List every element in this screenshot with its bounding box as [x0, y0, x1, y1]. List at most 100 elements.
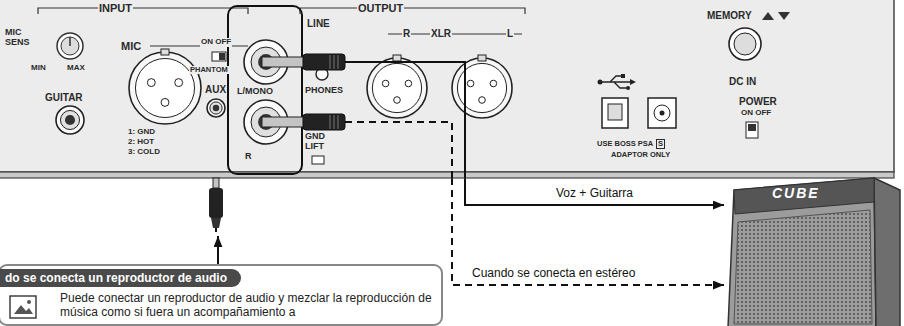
amp-top-band [734, 178, 874, 214]
panel-label: OUTPUT [357, 2, 404, 14]
usb-symbol-square [621, 74, 625, 78]
panel-label: MIC SENS [4, 28, 40, 48]
mic-xlr-input-inner [135, 58, 194, 117]
output-highlight [228, 6, 302, 174]
xlr-out-l [452, 58, 512, 118]
panel-label: GUITAR [44, 92, 84, 103]
knob-mark [69, 37, 71, 46]
ground-lift-switch [312, 156, 324, 164]
panel-label: PHANTOM [189, 66, 229, 74]
aux-plug-body [209, 188, 223, 218]
knob [57, 33, 83, 59]
guitar-jack-hole [65, 115, 75, 125]
output-bracket-line [300, 8, 525, 14]
panel-label: R [402, 28, 411, 39]
power-switch [746, 122, 758, 138]
panel-label: L/MONO [236, 87, 274, 97]
audio-icon-dot [27, 300, 31, 304]
panel-label: MEMORY [706, 10, 753, 21]
xlr-pin [382, 80, 389, 87]
plug-grip [334, 55, 335, 69]
aux-jack-hole [213, 105, 219, 111]
xlr-pin [405, 80, 412, 87]
panel-label: S [656, 139, 665, 149]
plug-grip [338, 115, 339, 129]
xlr-pin [490, 80, 497, 87]
xlr-pin [479, 97, 486, 104]
amp-logo: CUBE [772, 186, 820, 201]
dc-jack-pin [660, 111, 665, 116]
usb-symbol-arrow [630, 79, 636, 85]
panel-label: XLR [430, 28, 452, 39]
plug-sleeve [262, 117, 305, 127]
mic-line [150, 45, 248, 46]
aux-jack [207, 99, 225, 117]
panel-label: ON OFF [740, 109, 772, 118]
plug-grip [334, 115, 335, 129]
amp-grille [734, 210, 872, 324]
cable [345, 62, 465, 178]
memory-knob [729, 28, 761, 60]
cable-connector [452, 178, 724, 285]
callout-border [0, 265, 442, 325]
panel-label: DC IN [728, 76, 757, 87]
cable-label: Voz + Guitarra [554, 186, 635, 200]
panel-label: POWER [738, 96, 778, 107]
usb-symbol [602, 76, 630, 88]
plug-body [303, 114, 345, 130]
xlr-pin [147, 79, 155, 87]
panel-label: MAX [66, 64, 86, 73]
panel-label: 2: HOT [127, 138, 155, 147]
memory-down [778, 12, 790, 20]
xlr-out-r-inner [372, 63, 421, 112]
audio-icon [10, 296, 36, 318]
panel-label: AUX [204, 84, 227, 95]
callout-heading: do se conecta un reproductor de audio [0, 269, 241, 287]
cable [345, 122, 452, 178]
mic-xlr-input [129, 52, 201, 124]
panel-lip [0, 172, 894, 178]
mic-xlr-input-latch [161, 49, 169, 55]
panel-label: MIN [30, 64, 47, 73]
xlr-out-l-latch [478, 55, 486, 61]
cable-label: Cuando se conecta en estéreo [470, 266, 637, 280]
amp-side [874, 178, 900, 326]
aux-plug-tip [213, 178, 219, 188]
phantom-switch [212, 52, 226, 61]
aux-cable [215, 228, 217, 232]
xlr-out-r-latch [393, 55, 401, 61]
plug-body [303, 54, 345, 70]
amplifier: CUBE [724, 168, 904, 326]
amp-front [728, 178, 876, 326]
panel-label: PHONES [304, 86, 344, 96]
panel-label: ADAPTOR ONLY [610, 151, 671, 159]
aux-jack-ring [210, 102, 222, 114]
cable-connector [465, 178, 724, 205]
panel-label: GND LIFT [304, 132, 346, 152]
cable-connector [217, 236, 219, 264]
phantom-switch-knob [219, 53, 225, 60]
knob-inner [61, 37, 79, 55]
device-panel: INPUTMIC SENSMINMAXMICON OFFPHANTOMGUITA… [0, 0, 895, 178]
plug-grip [330, 55, 331, 69]
callout-box: do se conecta un reproductor de audioPue… [0, 264, 444, 326]
panel-label: L [506, 28, 514, 39]
panel-label: 3: COLD [127, 148, 161, 157]
xlr-pin [161, 98, 169, 106]
guitar-jack-ring [60, 110, 79, 129]
plug-sleeve [262, 57, 305, 67]
memory-up [762, 12, 774, 20]
usb-symbol-dot [598, 80, 603, 85]
panel-label: ON OFF [200, 38, 232, 47]
panel-label: LINE [306, 18, 331, 29]
panel-label: MIC [120, 40, 142, 52]
dc-jack-ring [654, 105, 670, 121]
panel-label: 1: GND [127, 128, 156, 137]
panel-label: USE BOSS PSA [596, 140, 654, 148]
panel-label: R [244, 152, 253, 162]
input-bracket-line [38, 8, 248, 14]
usb-port-inner [608, 104, 622, 120]
xlr-out-r [367, 58, 427, 118]
usb-symbol-circle [626, 86, 630, 90]
